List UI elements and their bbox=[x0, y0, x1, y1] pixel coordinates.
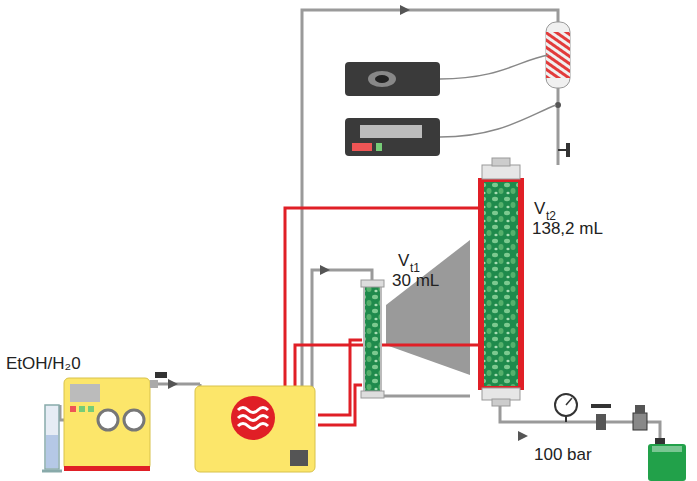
volume-value: 138,2 mL bbox=[532, 220, 603, 237]
solvent-cylinder bbox=[42, 405, 62, 471]
solvent-label: EtOH/H₂0 bbox=[6, 355, 81, 372]
pressure-label: 100 bar bbox=[534, 446, 592, 463]
volume-value: 30 mL bbox=[392, 272, 439, 289]
hplc-pump bbox=[64, 372, 167, 471]
volume-symbol: V bbox=[398, 252, 409, 269]
controllers bbox=[345, 55, 556, 156]
flow-arrows bbox=[168, 5, 528, 441]
volume-symbol: V bbox=[534, 200, 545, 217]
scale-up-arrow bbox=[386, 240, 470, 375]
outlet bbox=[555, 394, 686, 481]
large-column bbox=[478, 158, 524, 406]
preheater-coil bbox=[546, 22, 570, 157]
process-lines bbox=[60, 10, 660, 440]
heating-oven bbox=[195, 386, 315, 472]
small-column bbox=[361, 280, 384, 398]
